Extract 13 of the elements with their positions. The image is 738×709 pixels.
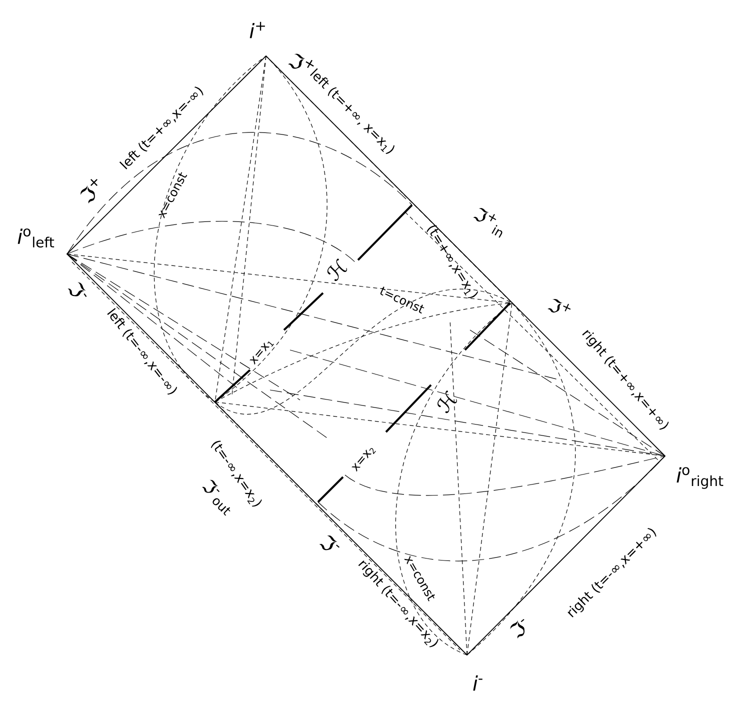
point-label: i$^{o}$right (676, 467, 724, 489)
boundary-label: ℑ$^{-}$ (510, 618, 524, 638)
point-label: i$^{+}$ (250, 22, 265, 38)
boundary-label: ℑ$^{+}$ (548, 298, 571, 313)
point-label: i$^{-}$ (473, 675, 482, 691)
boundary-label: ℑ$^{-}$ (68, 282, 87, 297)
point-label: i$^{o}$left (18, 228, 54, 248)
horizon-label: ℋ (327, 258, 348, 282)
boundary-label: ℑ$^{+}$ (80, 178, 98, 204)
horizon-label: ℋ (438, 390, 457, 414)
boundary-label: ℑ$^{-}$ (319, 536, 340, 550)
boundary-label: ℑ$^{+}$ (288, 54, 314, 69)
boundary-label: ℑ$^{+}$in (473, 208, 502, 238)
